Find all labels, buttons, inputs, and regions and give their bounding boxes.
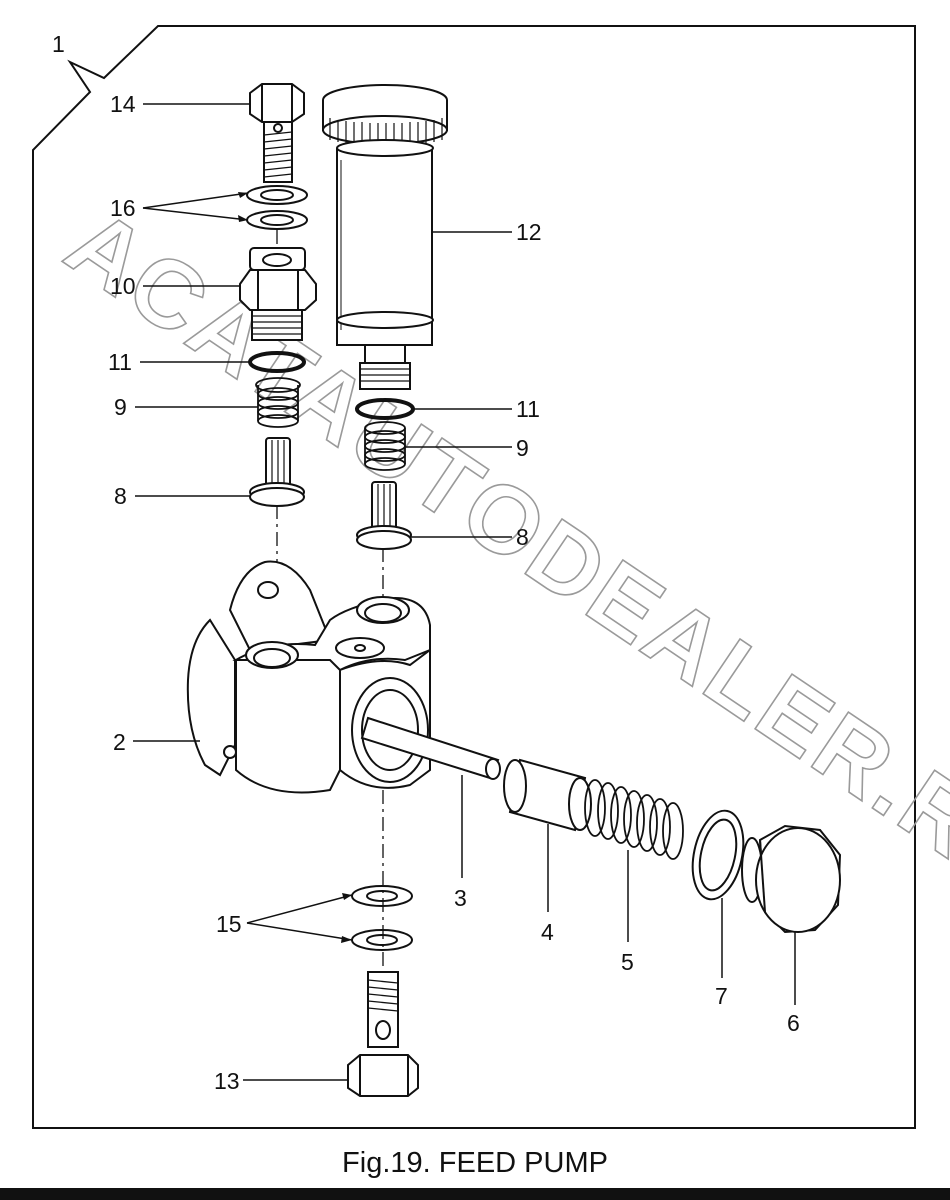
- valve-holder-10: [239, 247, 317, 341]
- o-ring-11-right: [355, 398, 415, 420]
- diagram-frame: [32, 25, 916, 1129]
- callout-5: 5: [621, 949, 634, 975]
- callout-14: 14: [110, 91, 136, 117]
- banjo-bolt-13: [347, 971, 419, 1097]
- spring-9-right: [364, 421, 406, 471]
- tappet-4: [503, 758, 592, 832]
- gasket-7: [691, 809, 745, 901]
- spring-5: [584, 779, 684, 860]
- callout-9-left: 9: [114, 394, 127, 420]
- pump-housing-2: [186, 560, 431, 794]
- callout-8-right: 8: [516, 524, 529, 550]
- watermark-text: ACATAUTODEALER.RU: [48, 189, 950, 921]
- leader-arrows: [238, 192, 352, 943]
- washers-15: [351, 885, 413, 951]
- spring-9-left: [255, 377, 301, 428]
- bottom-border-bar: [0, 1188, 950, 1200]
- callout-11-right: 11: [516, 396, 540, 422]
- banjo-bolt-14: [249, 83, 305, 183]
- callout-12: 12: [516, 219, 542, 245]
- callout-15: 15: [216, 911, 242, 937]
- callout-9-right: 9: [516, 435, 529, 461]
- callout-7: 7: [715, 983, 728, 1009]
- callout-2: 2: [113, 729, 126, 755]
- plunger-3: [360, 716, 501, 780]
- callout-11-left: 11: [108, 349, 132, 375]
- priming-pump-12: [322, 84, 448, 390]
- callout-13: 13: [214, 1068, 240, 1094]
- check-valve-8-right: [356, 481, 412, 550]
- plug-6: [741, 824, 842, 934]
- check-valve-8-left: [249, 437, 305, 507]
- callout-3: 3: [454, 885, 467, 911]
- callout-6: 6: [787, 1010, 800, 1036]
- leader-lines: [133, 103, 796, 1081]
- callout-1: 1: [52, 31, 65, 57]
- callout-10: 10: [110, 273, 136, 299]
- callout-4: 4: [541, 919, 554, 945]
- callout-16: 16: [110, 195, 136, 221]
- callout-8-left: 8: [114, 483, 127, 509]
- washers-16: [246, 185, 308, 230]
- figure-caption: Fig.19. FEED PUMP: [342, 1147, 608, 1179]
